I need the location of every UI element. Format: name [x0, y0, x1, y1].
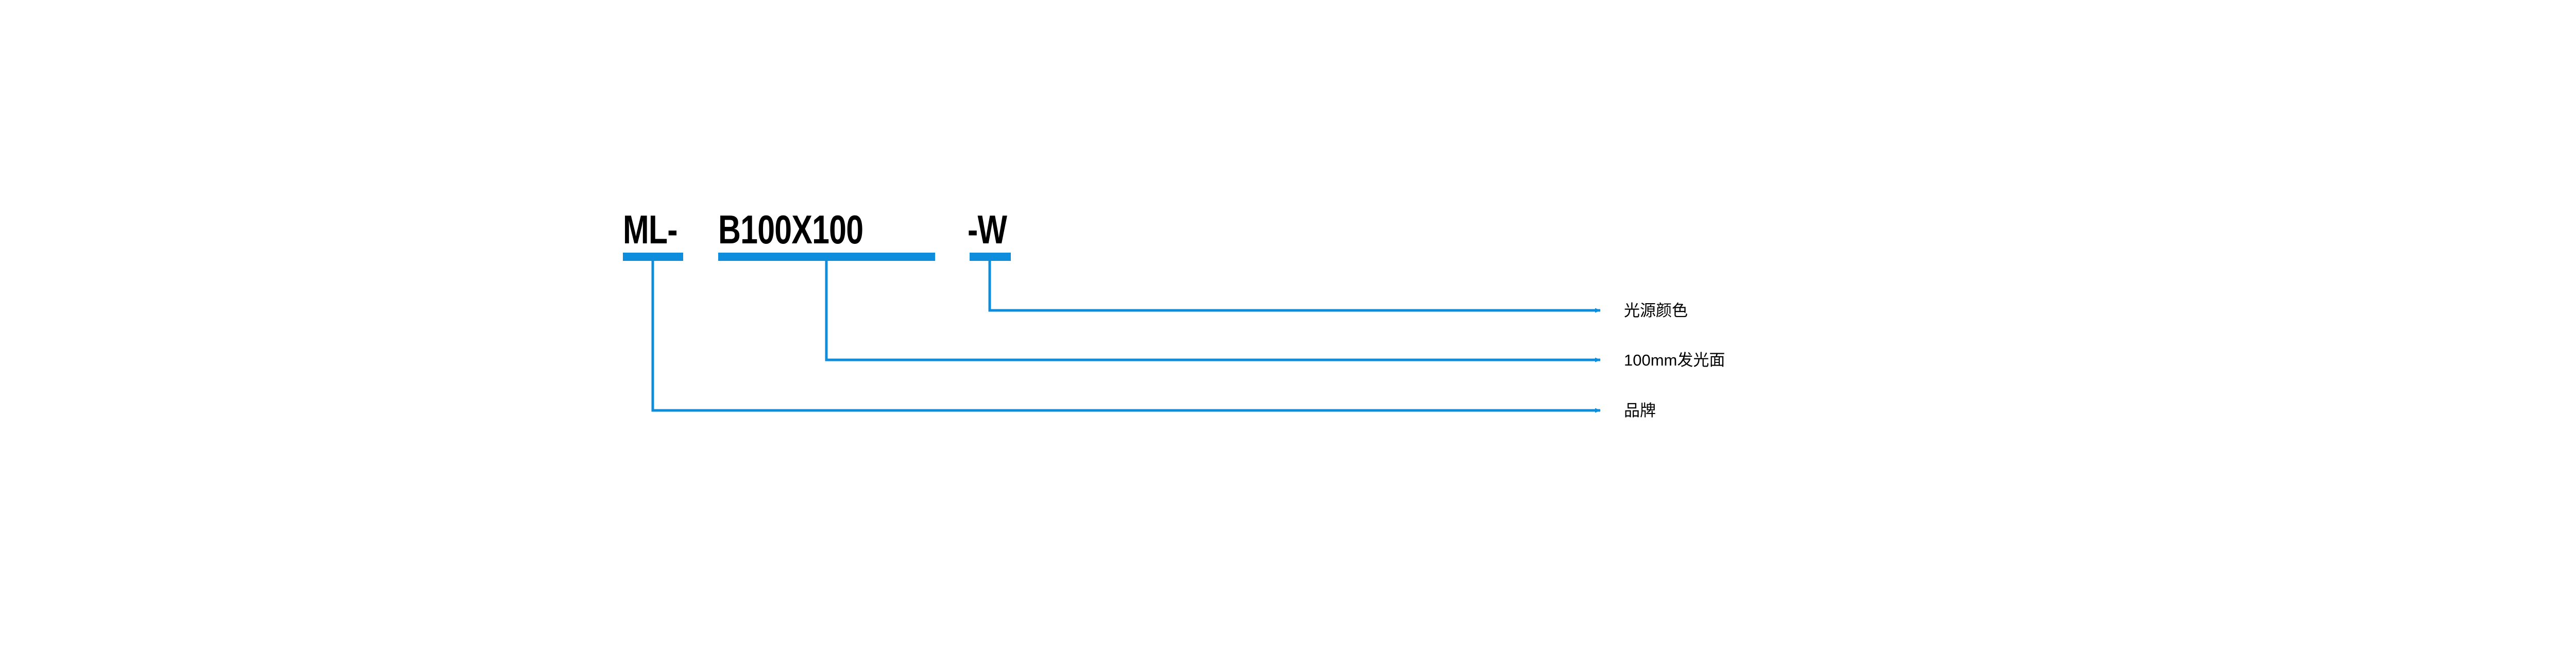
- leader-line-brand: [651, 261, 1601, 413]
- part-code-segment-brand: ML-: [623, 207, 678, 252]
- part-code-segment-size: B100X100: [718, 207, 863, 252]
- underline-bar-brand: [623, 253, 683, 261]
- leader-line-emitting-surface: [825, 261, 1601, 362]
- callout-label-emitting-surface: 100mm发光面: [1624, 351, 1725, 369]
- callout-label-light-source-color: 光源颜色: [1624, 302, 1688, 320]
- underline-bar-color: [970, 253, 1011, 261]
- part-code-segment-color: -W: [968, 207, 1007, 252]
- callout-label-brand: 品牌: [1624, 402, 1656, 420]
- leader-line-light-source-color: [988, 261, 1601, 313]
- underline-bar-size: [718, 253, 935, 261]
